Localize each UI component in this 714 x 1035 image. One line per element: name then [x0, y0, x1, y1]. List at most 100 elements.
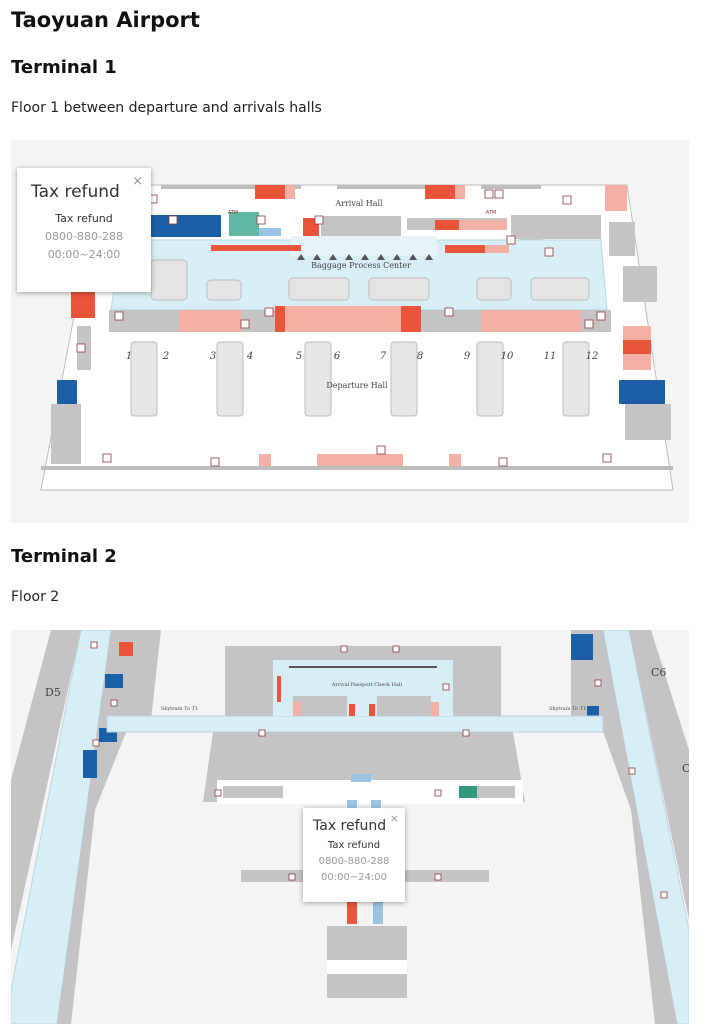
t1-dining-block — [435, 220, 459, 230]
t1-light-block — [259, 228, 281, 236]
t2-dining-block — [119, 642, 133, 656]
close-icon[interactable]: × — [389, 812, 399, 825]
t1-building-block — [321, 216, 401, 238]
t2-building-block — [223, 786, 283, 798]
t2-passport-hall-label: Arrival Passport Check Hall — [331, 682, 403, 688]
t1-building-side — [623, 266, 657, 302]
t2-service-block — [83, 750, 97, 778]
t2-right-outer — [629, 630, 689, 920]
t2-gate-d5-label: D5 — [45, 686, 61, 699]
t2-skytrain-right-label: Skytrain To T1 — [549, 706, 586, 712]
t2-shop-strip — [431, 702, 439, 716]
t2-gate-c6-label: C6 — [651, 666, 666, 679]
terminal-2-floorplan: D5 C6 C Skytrain To T1 Skytrain To T1 Ar… — [11, 630, 689, 1024]
t1-popup-phone: 0800-880-288 — [45, 230, 123, 243]
terminal-2-map[interactable]: D5 C6 C Skytrain To T1 Skytrain To T1 Ar… — [11, 630, 689, 1024]
t1-counter-number: 5 — [296, 351, 302, 362]
terminal-2-floor-caption: Floor 2 — [11, 589, 60, 605]
t1-counter-number: 4 — [246, 351, 253, 362]
terminal-1-floor-caption: Floor 1 between departure and arrivals h… — [11, 100, 322, 116]
t2-skytrain-left-label: Skytrain To T1 — [161, 706, 198, 712]
t1-building-side — [625, 404, 671, 440]
t2-popup-hours: 00:00~24:00 — [320, 872, 387, 883]
t1-dining-strip — [211, 245, 301, 251]
t1-service-block — [151, 215, 221, 237]
t2-service-block — [105, 674, 123, 688]
t1-carousel — [530, 277, 590, 301]
t2-queue-marks — [289, 666, 437, 668]
t2-left-building — [57, 630, 161, 1024]
t1-popup-name: Tax refund — [55, 212, 113, 225]
t2-dining-block — [347, 900, 357, 924]
t1-baggage-center-band — [291, 236, 437, 256]
t1-carousel — [476, 277, 512, 301]
t2-dining-strip — [277, 676, 281, 702]
t1-top-wall — [481, 185, 541, 189]
t1-arrival-hall-label: Arrival Hall — [334, 199, 383, 208]
t1-counter-number: 1 — [126, 351, 132, 362]
t1-shop-block — [455, 185, 465, 199]
t1-counter-number: 3 — [210, 351, 216, 362]
t1-atm-label: ATM — [228, 210, 238, 216]
close-icon[interactable]: × — [132, 174, 143, 189]
t1-service-side — [619, 380, 665, 404]
t1-counter-number: 6 — [334, 351, 341, 362]
t1-building-block — [609, 222, 635, 256]
t1-shop-block — [435, 220, 507, 230]
t2-left-outer — [11, 630, 81, 950]
terminal-1-floorplan: Arrival Hall Baggage Process Center Depa… — [40, 184, 674, 491]
t2-service-block — [571, 634, 593, 660]
t1-top-wall — [161, 185, 301, 189]
page-title: Taoyuan Airport — [11, 8, 200, 32]
t1-carousel — [368, 277, 430, 301]
terminal-2-heading: Terminal 2 — [11, 546, 117, 567]
t1-shop-band — [179, 310, 241, 332]
t1-tax-refund-popup[interactable]: Tax refund × Tax refund 0800-880-288 00:… — [17, 168, 151, 292]
t1-dining-block — [255, 185, 285, 199]
terminal-1-heading: Terminal 1 — [11, 57, 117, 78]
t1-counter-number: 9 — [464, 351, 471, 362]
t1-counter-number: 2 — [162, 351, 169, 362]
t1-shop-block — [285, 185, 295, 199]
t1-carousel — [150, 259, 188, 301]
t1-atm-label: ATM — [486, 210, 496, 216]
t1-counter-numbers: 1 2 3 4 5 6 7 8 9 10 11 12 — [126, 351, 599, 362]
t1-carousel — [288, 277, 350, 301]
t1-dining-block — [425, 185, 455, 199]
t1-shop-strip — [485, 245, 509, 253]
t2-elevator-block — [351, 774, 371, 782]
t2-right-concourse — [602, 630, 689, 1024]
t1-dining-strip — [445, 245, 485, 253]
t2-lower-pier-corridor — [327, 960, 407, 974]
t1-dining-band — [401, 306, 421, 332]
terminal-1-map[interactable]: Arrival Hall Baggage Process Center Depa… — [11, 140, 689, 523]
t2-service-block — [587, 706, 599, 716]
t1-shop-band — [275, 306, 415, 332]
t1-dining-side — [623, 340, 651, 354]
t1-service-side — [57, 380, 77, 404]
t2-passport-booths — [377, 696, 431, 716]
t1-counter-number: 10 — [501, 351, 514, 362]
t1-building-side — [51, 404, 81, 464]
t1-counter-number: 11 — [544, 351, 557, 362]
t2-shop-strip — [293, 702, 301, 716]
t2-dining-strip — [349, 704, 355, 716]
t2-popup-name: Tax refund — [327, 840, 381, 851]
t2-skytrain-walkway — [106, 715, 604, 733]
t1-shop-block — [605, 185, 627, 211]
t1-counter-number: 8 — [417, 351, 423, 362]
t2-facility-icons — [90, 641, 668, 899]
t2-left-concourse — [11, 630, 112, 1024]
t1-bottom-wall — [41, 466, 673, 470]
t2-popup-title: Tax refund — [313, 818, 387, 834]
t2-gate-c-label: C — [682, 762, 689, 775]
t2-green-block — [459, 786, 477, 798]
t2-popup-phone: 0800-880-288 — [318, 856, 390, 867]
t1-popup-hours: 00:00~24:00 — [47, 248, 121, 261]
t2-tax-refund-popup[interactable]: Tax refund × Tax refund 0800-880-288 00:… — [303, 808, 405, 902]
t2-escalator — [373, 900, 383, 924]
t1-top-wall — [337, 185, 427, 189]
t1-counter-number: 12 — [586, 351, 599, 362]
t1-shop-band — [481, 310, 581, 332]
t1-counter-number: 7 — [380, 351, 387, 362]
